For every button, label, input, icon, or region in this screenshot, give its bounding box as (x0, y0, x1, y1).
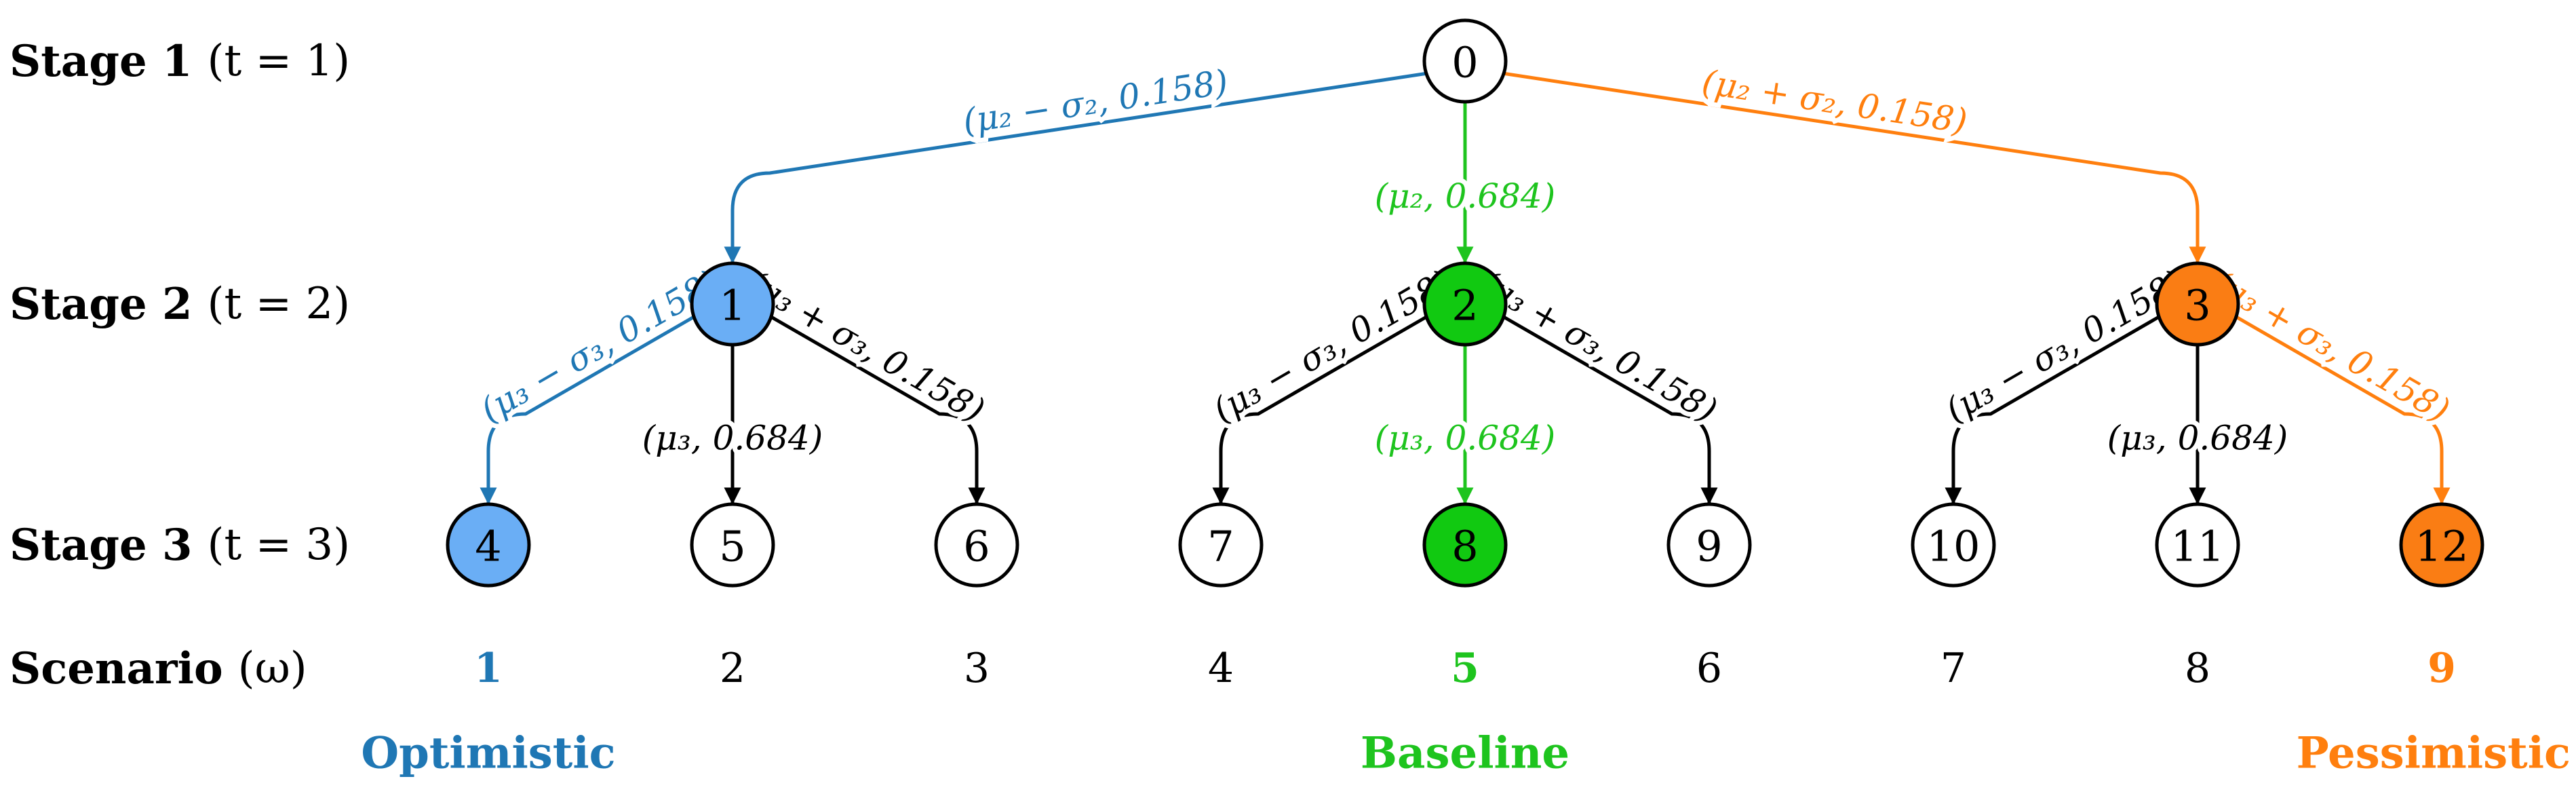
edge-label-3-10: (μ₃ − σ₃, 0.158) (1939, 263, 2191, 430)
tree-node-1: 1 (690, 261, 775, 347)
scenario-labels: 1 2 3 4 5 6 7 8 9 (474, 645, 2456, 692)
edge-0-3 (1502, 71, 2206, 264)
edge-label-halo: (μ₂, 0.684) (1375, 176, 1555, 216)
scenario-label-3: 3 (964, 645, 990, 692)
row-label-1: Stage 1 (t = 1) (9, 36, 350, 87)
edge-3-10 (1945, 314, 2162, 505)
scenario-label-2: 2 (720, 645, 745, 692)
node-label: 10 (1927, 522, 1980, 571)
edge-label-2-7: (μ₃ − σ₃, 0.158) (1207, 263, 1458, 430)
node-label: 8 (1451, 522, 1478, 571)
node-circle (446, 502, 531, 588)
node-label: 3 (2184, 281, 2210, 330)
row-label-paren: (t = 3) (208, 520, 351, 570)
edge-label-0-1: (μ₂ − σ₂, 0.158) (960, 62, 1231, 141)
row-label-3: Stage 3 (t = 3) (9, 520, 350, 571)
node-label: 1 (719, 281, 745, 330)
node-circle (1911, 502, 1996, 588)
tree-edges (480, 71, 2451, 505)
node-circle (1178, 502, 1264, 588)
tree-node-6: 6 (934, 502, 1019, 588)
node-label: 9 (1696, 522, 1722, 571)
category-label-optimistic: Optimistic (361, 728, 615, 779)
tree-node-11: 11 (2155, 502, 2240, 588)
edge-1-6 (768, 314, 985, 505)
tree-node-4: 4 (446, 502, 531, 588)
node-circle (690, 502, 775, 588)
tree-node-3: 3 (2155, 261, 2240, 347)
scenario-label-9: 9 (2427, 645, 2456, 692)
node-label: 7 (1207, 522, 1234, 571)
row-label-bold: Stage 2 (9, 279, 193, 330)
edge-1-4 (480, 314, 697, 505)
edge-3-12 (2233, 314, 2451, 505)
category-label-baseline: Baseline (1361, 728, 1569, 779)
node-label: 6 (963, 522, 990, 571)
scenario-category-labels: Optimistic Baseline Pessimistic (361, 728, 2571, 779)
node-circle (690, 261, 775, 347)
node-label: 4 (475, 522, 501, 571)
edge-label-3-12: (μ₃ + σ₃, 0.158) (2205, 263, 2457, 430)
node-circle (2155, 502, 2240, 588)
tree-node-5: 5 (690, 502, 775, 588)
scenario-label-6: 6 (1696, 645, 1722, 692)
scenario-label-7: 7 (1940, 645, 1966, 692)
row-label-2: Stage 2 (t = 2) (9, 279, 350, 330)
row-label-bold: Stage 1 (9, 36, 193, 87)
tree-node-7: 7 (1178, 502, 1264, 588)
node-circle (934, 502, 1019, 588)
node-circle (1666, 502, 1752, 588)
edge-label-3-11: (μ₃, 0.684) (2107, 419, 2288, 458)
edge-2-7 (1212, 314, 1429, 505)
scenario-label-1: 1 (474, 645, 503, 692)
node-circle (1422, 18, 1508, 104)
category-label-pessimistic: Pessimistic (2297, 728, 2571, 779)
edge-2-9 (1501, 314, 1718, 505)
tree-node-9: 9 (1666, 502, 1752, 588)
tree-node-8: 8 (1422, 502, 1508, 588)
node-label: 11 (2171, 522, 2225, 571)
node-label: 0 (1451, 38, 1478, 88)
node-circle (1422, 261, 1508, 347)
edge-0-1 (724, 71, 1428, 264)
edge-label-2-9: (μ₃ + σ₃, 0.158) (1472, 263, 1724, 430)
scenario-label-4: 4 (1208, 645, 1234, 692)
tree-node-12: 12 (2399, 502, 2484, 588)
node-circle (2399, 502, 2484, 588)
row-label-paren: (t = 2) (208, 279, 351, 329)
node-circle (1422, 502, 1508, 588)
edge-label-halo: (μ₃, 0.684) (642, 419, 823, 458)
edge-label-0-2: (μ₂, 0.684) (1375, 176, 1555, 216)
edge-label-1-5: (μ₃, 0.684) (642, 419, 823, 458)
tree-node-2: 2 (1422, 261, 1508, 347)
edge-label-0-3: (μ₂ + σ₂, 0.158) (1700, 62, 1970, 141)
edge-label-2-8: (μ₃, 0.684) (1375, 419, 1555, 458)
edge-label-1-4: (μ₃ − σ₃, 0.158) (474, 263, 726, 430)
scenario-label-8: 8 (2185, 645, 2210, 692)
row-label-4: Scenario (ω) (9, 643, 307, 694)
row-label-paren: (t = 1) (208, 36, 351, 86)
row-label-paren: (ω) (238, 643, 307, 694)
edge-label-halo: (μ₃, 0.684) (2107, 419, 2288, 458)
edge-label-1-6: (μ₃ + σ₃, 0.158) (740, 263, 992, 430)
scenario-label-5: 5 (1451, 645, 1479, 692)
edge-label-halo: (μ₃, 0.684) (1375, 419, 1555, 458)
tree-node-10: 10 (1911, 502, 1996, 588)
tree-node-0: 0 (1422, 18, 1508, 104)
node-label: 2 (1451, 281, 1478, 330)
row-label-bold: Scenario (9, 643, 223, 694)
stage-row-labels: Stage 1 (t = 1) Stage 2 (t = 2) Stage 3 (t = … (9, 36, 350, 694)
node-label: 12 (2415, 522, 2469, 571)
node-label: 5 (719, 522, 745, 571)
row-label-bold: Stage 3 (9, 520, 193, 571)
node-circle (2155, 261, 2240, 347)
